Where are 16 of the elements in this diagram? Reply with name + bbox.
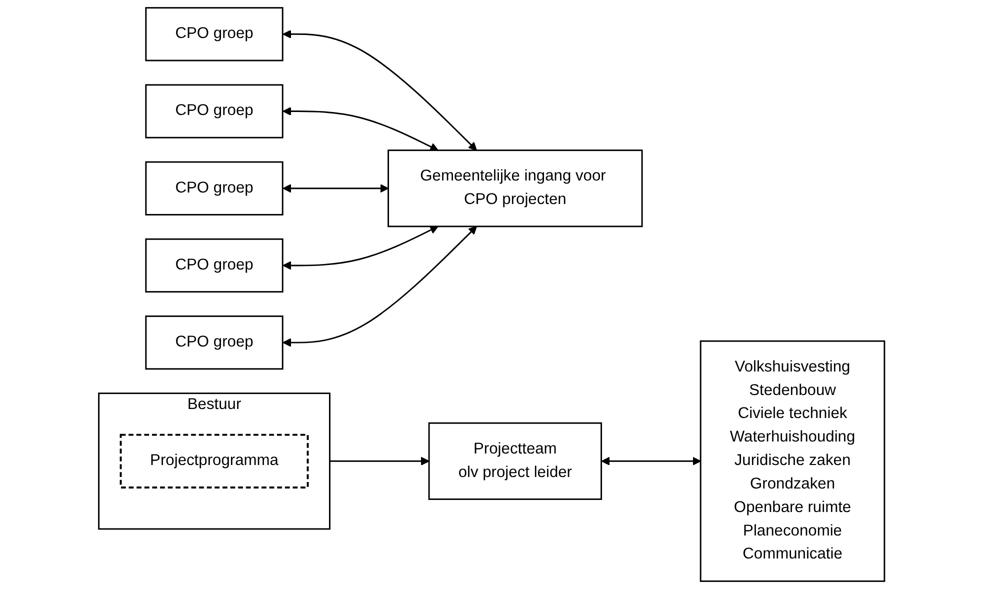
node-box: CPO groep	[145, 84, 284, 138]
arrow	[282, 30, 477, 151]
arrow	[330, 456, 430, 466]
arrow	[601, 456, 701, 466]
arrow	[282, 106, 438, 151]
node-box: CPO groep	[145, 315, 284, 370]
arrow	[282, 226, 438, 270]
node-box: Projectteam olv project leider	[428, 422, 602, 500]
node-box: CPO groep	[145, 161, 284, 216]
node-box: Projectprogramma	[120, 434, 309, 488]
arrow	[282, 226, 477, 347]
node-box: CPO groep	[145, 7, 284, 62]
node-box: CPO groep	[145, 238, 284, 293]
node-box: Volkshuisvesting Stedenbouw Civiele techniek Waterhuishouding Juridische zaken Grondzaken Openbare ruimte Planeconomie Communicatie	[700, 340, 886, 582]
node-box: Gemeentelijke ingang voor CPO projecten	[387, 150, 643, 228]
arrow	[282, 184, 389, 193]
